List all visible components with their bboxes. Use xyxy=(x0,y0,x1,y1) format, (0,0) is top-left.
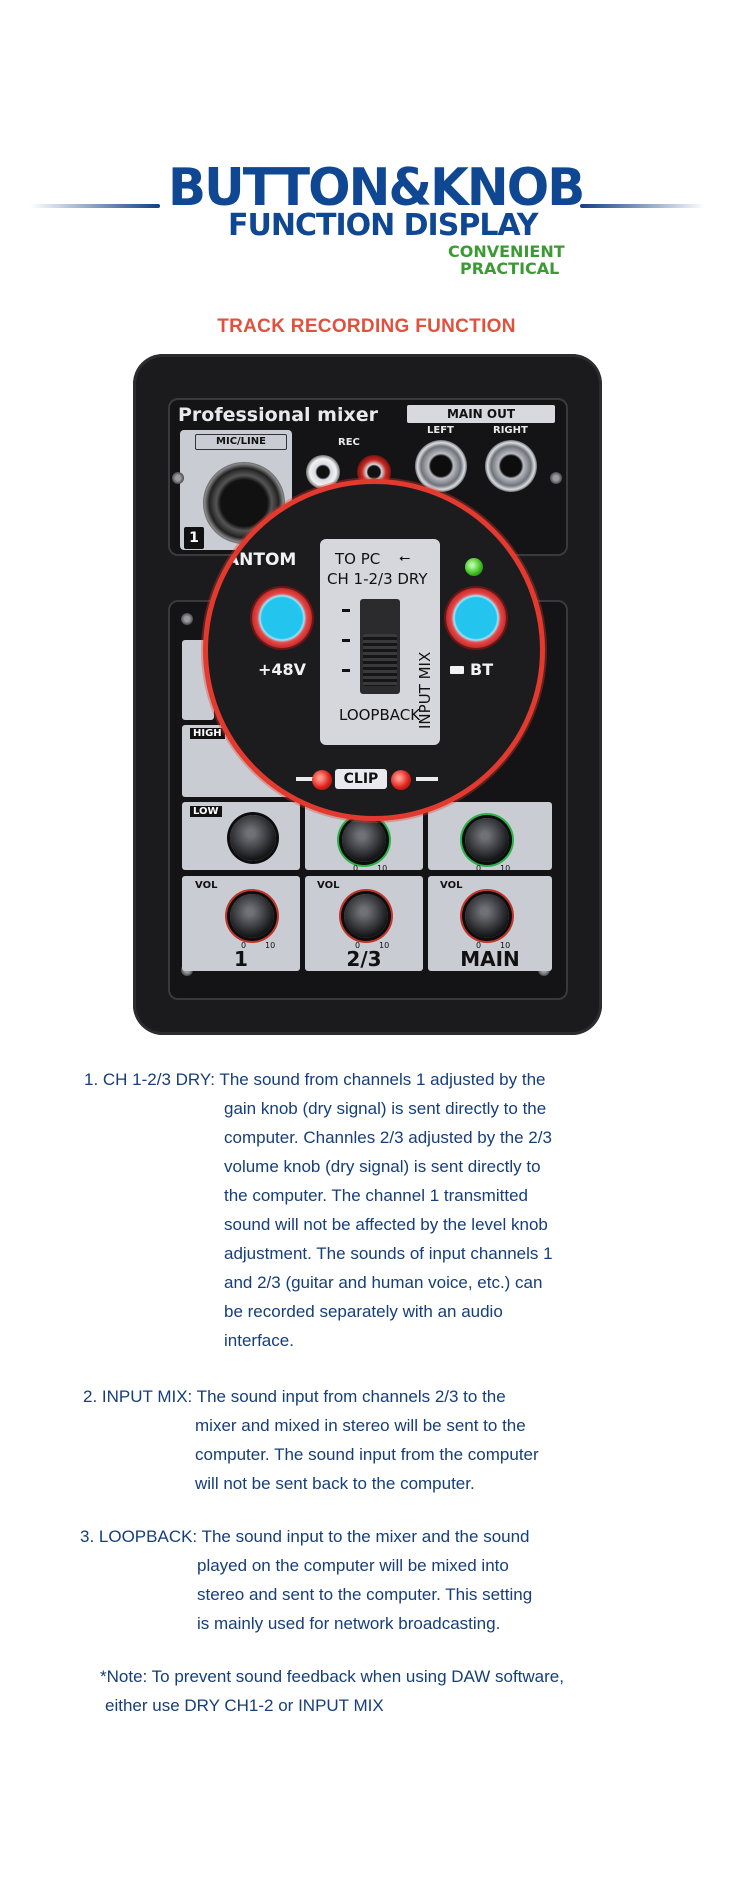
section-title: TRACK RECORDING FUNCTION xyxy=(217,316,516,337)
main-out-right-jack xyxy=(485,440,537,492)
tag-practical: PRACTICAL xyxy=(460,259,560,278)
item-1-line: adjustment. The sounds of input channels… xyxy=(224,1244,553,1263)
screw-icon xyxy=(550,472,562,484)
note-line-2: either use DRY CH1-2 or INPUT MIX xyxy=(105,1696,384,1715)
item-3-line: is mainly used for network broadcasting. xyxy=(197,1614,501,1633)
brand-label: Professional mixer xyxy=(178,404,378,426)
item-2-line: will not be sent back to the computer. xyxy=(195,1474,475,1493)
item-2-line-1: 2. INPUT MIX: The sound input from chann… xyxy=(83,1387,506,1406)
clip-led-left xyxy=(312,770,332,790)
divider-dash xyxy=(296,777,318,781)
item-1-line-1: 1. CH 1-2/3 DRY: The sound from channels… xyxy=(84,1070,546,1089)
item-1-line: computer. Channles 2/3 adjusted by the 2… xyxy=(224,1128,552,1147)
item-2-line: mixer and mixed in stereo will be sent t… xyxy=(195,1416,526,1435)
power-led xyxy=(465,558,483,576)
vol-label: VOL xyxy=(195,880,218,891)
item-1-line: volume knob (dry signal) is sent directl… xyxy=(224,1157,541,1176)
item-1-line: gain knob (dry signal) is sent directly … xyxy=(224,1099,547,1118)
channel-1-label: 1 xyxy=(234,947,248,971)
clip-label: CLIP xyxy=(335,769,387,789)
main-out-left-jack xyxy=(415,440,467,492)
item-3-line: played on the computer will be mixed int… xyxy=(197,1556,509,1575)
low-eq-knob[interactable] xyxy=(230,815,276,861)
ch23-aux-knob[interactable] xyxy=(342,818,386,862)
ch23-volume-knob[interactable] xyxy=(344,894,388,938)
vol-label: VOL xyxy=(317,880,340,891)
scale-max: 10 xyxy=(379,941,390,950)
right-label: RIGHT xyxy=(493,425,528,436)
left-label: LEFT xyxy=(427,425,454,436)
phantom-48v-button[interactable] xyxy=(252,588,312,648)
item-2-line: computer. The sound input from the compu… xyxy=(195,1445,539,1464)
page-subtitle: FUNCTION DISPLAY xyxy=(228,208,539,243)
mode-switch-area: INPUT MIX xyxy=(320,539,440,745)
bt-icon xyxy=(450,666,464,674)
screw-icon xyxy=(172,472,184,484)
ch-dry-label: CH 1-2/3 DRY xyxy=(327,570,428,588)
decor-line-left xyxy=(30,204,160,208)
mode-switch-slider[interactable] xyxy=(363,634,397,686)
tag-convenient: CONVENIENT xyxy=(448,242,565,261)
low-label: LOW xyxy=(190,806,222,817)
bt-button[interactable] xyxy=(446,588,506,648)
phantom-label: ANTOM xyxy=(226,550,297,570)
scale-max: 10 xyxy=(500,864,511,873)
item-1-line: sound will not be affected by the level … xyxy=(224,1215,548,1234)
screw-icon xyxy=(181,613,193,625)
ch1-volume-knob[interactable] xyxy=(230,894,274,938)
scale-min: 0 xyxy=(353,864,359,873)
vol-label: VOL xyxy=(440,880,463,891)
page-title: BUTTON&KNOB xyxy=(168,158,585,218)
scale-min: 0 xyxy=(476,941,482,950)
to-pc-label: TO PC xyxy=(335,550,381,568)
scale-min: 0 xyxy=(241,941,247,950)
rec-label: REC xyxy=(338,437,360,448)
main-volume-knob[interactable] xyxy=(465,894,509,938)
item-1-line: interface. xyxy=(224,1331,294,1350)
switch-tick xyxy=(342,669,350,672)
switch-tick xyxy=(342,609,350,612)
loopback-label: LOOPBACK xyxy=(339,706,421,724)
clip-led-right xyxy=(391,770,411,790)
item-1-line: the computer. The channel 1 transmitted xyxy=(224,1186,528,1205)
item-3-line-1: 3. LOOPBACK: The sound input to the mixe… xyxy=(80,1527,530,1546)
scale-min: 0 xyxy=(355,941,361,950)
main-out-label: MAIN OUT xyxy=(407,405,555,423)
item-1-line: and 2/3 (guitar and human voice, etc.) c… xyxy=(224,1273,543,1292)
plus-48v-label: +48V xyxy=(258,660,307,679)
switch-tick xyxy=(342,639,350,642)
decor-line-right xyxy=(580,204,705,208)
scale-max: 10 xyxy=(377,864,388,873)
divider-dash xyxy=(416,777,438,781)
note-line-1: *Note: To prevent sound feedback when us… xyxy=(100,1667,564,1686)
main-label: MAIN xyxy=(460,947,520,971)
mic-line-label: MIC/LINE xyxy=(195,434,287,450)
zoom-magnifier: ANTOM +48V TO PC ⭠ CH 1-2/3 DRY INPUT MI… xyxy=(203,479,545,821)
bt-label: BT xyxy=(470,660,494,679)
usb-icon: ⭠ xyxy=(399,550,411,566)
scale-max: 10 xyxy=(265,941,276,950)
phones-knob[interactable] xyxy=(465,818,509,862)
item-3-line: stereo and sent to the computer. This se… xyxy=(197,1585,533,1604)
scale-min: 0 xyxy=(476,864,482,873)
high-label: HIGH xyxy=(190,728,225,739)
channel-1-badge: 1 xyxy=(184,527,204,549)
scale-max: 10 xyxy=(500,941,511,950)
channel-23-label: 2/3 xyxy=(346,947,382,971)
item-1-line: be recorded separately with an audio xyxy=(224,1302,503,1321)
